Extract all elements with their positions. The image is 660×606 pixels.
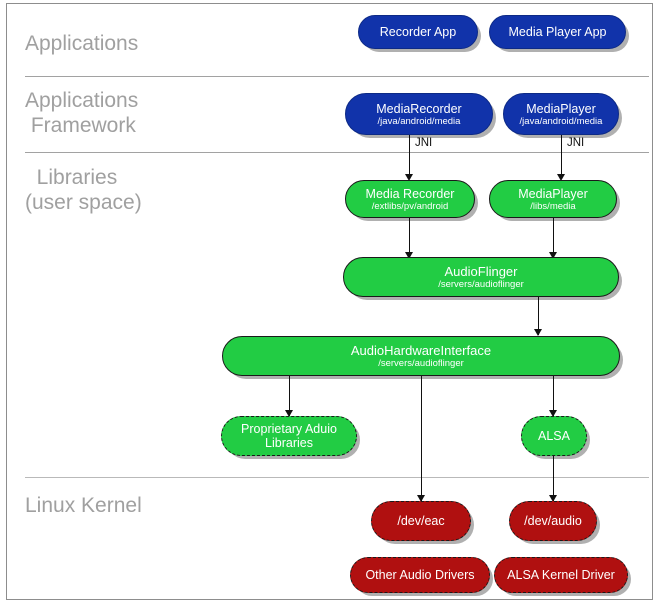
layer-label-applications: Applications xyxy=(25,32,139,55)
node-proprietary-audio-libraries[interactable]: Proprietary Aduio Libraries xyxy=(221,416,357,456)
divider-framework xyxy=(25,152,649,153)
node-audioflinger[interactable]: AudioFlinger /servers/audioflinger xyxy=(343,257,619,297)
connector-mediaplayer-jni xyxy=(561,135,562,179)
node-title: AudioFlinger xyxy=(444,263,518,279)
connector-alsa-to-dev-audio xyxy=(553,456,554,501)
node-media-player-app[interactable]: Media Player App xyxy=(489,15,626,49)
arrowhead-media-recorder-to-audioflinger xyxy=(404,252,413,259)
node-alsa[interactable]: ALSA xyxy=(521,416,587,456)
divider-applications xyxy=(25,76,649,77)
layer-label-linux-kernel: Linux Kernel xyxy=(25,494,142,517)
node-subtitle: /servers/audioflinger xyxy=(438,278,524,290)
node-title: /dev/eac xyxy=(397,514,445,528)
node-title: Media Player App xyxy=(508,25,607,39)
node-dev-audio[interactable]: /dev/audio xyxy=(509,501,597,541)
node-title: Media Recorder xyxy=(365,186,455,201)
node-title: MediaPlayer xyxy=(526,101,596,116)
arrowhead-mediaplayer-to-audioflinger xyxy=(548,252,557,259)
arrowhead-ahi-to-dev-eac xyxy=(416,495,425,502)
connector-mediaplayer-to-audioflinger xyxy=(553,218,554,258)
node-other-audio-drivers[interactable]: Other Audio Drivers xyxy=(350,557,490,593)
arrowhead-audioflinger-to-audiohardwareinterface xyxy=(533,329,542,336)
arrowhead-ahi-to-alsa xyxy=(548,410,557,417)
jni-label-left: JNI xyxy=(415,137,433,149)
node-title: Other Audio Drivers xyxy=(365,568,475,582)
connector-media-recorder-to-audioflinger xyxy=(409,218,410,258)
arrowhead-alsa-to-dev-audio xyxy=(548,495,557,502)
node-title: AudioHardwareInterface xyxy=(350,342,492,358)
node-audiohardwareinterface[interactable]: AudioHardwareInterface /servers/audiofli… xyxy=(222,336,620,376)
arrowhead-mediarecorder-jni xyxy=(404,174,413,181)
node-subtitle: /java/android/media xyxy=(519,115,603,127)
node-title: Proprietary Aduio xyxy=(241,422,337,436)
node-mediaplayer-library[interactable]: MediaPlayer /libs/media xyxy=(489,180,617,218)
node-mediaplayer-framework[interactable]: MediaPlayer /java/android/media xyxy=(503,93,619,135)
connector-ahi-to-alsa xyxy=(553,376,554,416)
node-subtitle: /java/android/media xyxy=(377,115,461,127)
node-subtitle: /libs/media xyxy=(530,200,576,212)
node-subtitle: /extlibs/pv/android xyxy=(371,200,449,212)
jni-label-right: JNI xyxy=(567,137,585,149)
node-dev-eac[interactable]: /dev/eac xyxy=(371,501,471,541)
connector-mediarecorder-jni xyxy=(409,135,410,179)
connector-ahi-to-dev-eac xyxy=(421,376,422,501)
node-subtitle: Libraries xyxy=(265,436,313,450)
connector-ahi-to-proprietary-libs xyxy=(289,376,290,416)
layer-label-libraries: Libraries (user space) xyxy=(25,166,142,214)
layer-label-applications-framework: Applications Framework xyxy=(25,89,139,137)
connector-audioflinger-to-audiohardwareinterface xyxy=(538,297,539,335)
node-alsa-kernel-driver[interactable]: ALSA Kernel Driver xyxy=(494,557,628,593)
arrowhead-ahi-to-proprietary-libs xyxy=(284,410,293,417)
node-mediarecorder-framework[interactable]: MediaRecorder /java/android/media xyxy=(345,93,493,135)
node-title: ALSA Kernel Driver xyxy=(507,568,615,582)
node-media-recorder-library[interactable]: Media Recorder /extlibs/pv/android xyxy=(345,180,475,218)
node-title: Recorder App xyxy=(379,25,457,39)
node-title: MediaPlayer xyxy=(518,186,588,201)
node-subtitle: /servers/audioflinger xyxy=(378,357,464,369)
node-title: /dev/audio xyxy=(524,514,582,528)
divider-kernel xyxy=(25,477,649,478)
node-title: MediaRecorder xyxy=(376,101,462,116)
node-title: ALSA xyxy=(538,429,570,443)
node-recorder-app[interactable]: Recorder App xyxy=(358,15,478,49)
arrowhead-mediaplayer-jni xyxy=(556,174,565,181)
